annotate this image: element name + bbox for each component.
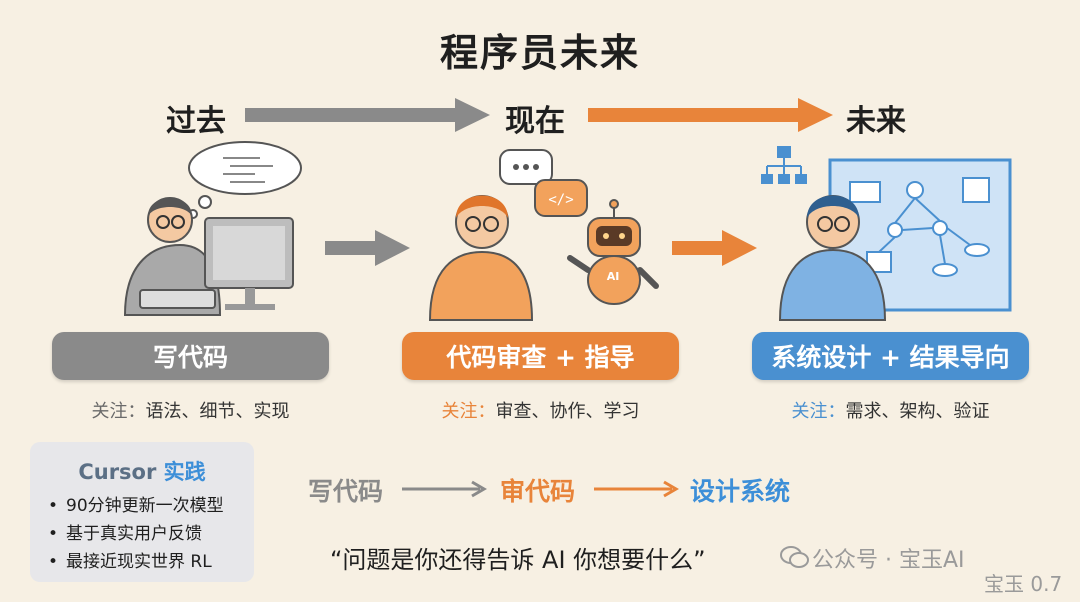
era-future-label: 未来 — [846, 104, 906, 139]
present-programmer-ai-illustration: </> — [428, 149, 659, 321]
past-programmer-illustration — [123, 141, 302, 316]
flow-step-design: 设计系统 — [690, 477, 791, 506]
orange-stage-arrow — [672, 230, 757, 266]
wechat-icon — [780, 546, 809, 568]
era-present-label: 现在 — [505, 104, 565, 139]
ai-robot-icon — [567, 199, 659, 305]
flow-step-write: 写代码 — [308, 477, 384, 506]
cursor-card-list: 90分钟更新一次模型 基于真实用户反馈 最接近现实世界 RL — [48, 492, 224, 576]
era-past-label: 过去 — [166, 104, 226, 139]
stage-present-pill: 代码审查 + 指导 — [402, 332, 679, 380]
future-architect-illustration — [761, 146, 1012, 321]
stage-future-pill: 系统设计 + 结果导向 — [752, 332, 1029, 380]
past-to-present-arrow — [245, 98, 490, 132]
hierarchy-icon — [761, 146, 807, 184]
keyboard-icon — [139, 289, 216, 309]
list-item: 最接近现实世界 RL — [48, 548, 224, 576]
flow-step-review: 审代码 — [500, 477, 576, 506]
flow-arrow-gray — [402, 480, 487, 498]
code-bubble-icon — [534, 179, 588, 217]
stage-past-pill: 写代码 — [52, 332, 329, 380]
list-item: 基于真实用户反馈 — [48, 520, 224, 548]
quote-text: “问题是你还得告诉 AI 你想要什么” — [330, 546, 706, 574]
cursor-practice-card: Cursor 实践 90分钟更新一次模型 基于真实用户反馈 最接近现实世界 RL — [30, 442, 254, 582]
stage-future-focus: 关注：需求、架构、验证 — [791, 401, 990, 422]
ai-badge: AI — [606, 270, 620, 283]
gray-stage-arrow — [325, 230, 410, 266]
present-to-future-arrow — [588, 98, 833, 132]
stage-present-focus: 关注：审查、协作、学习 — [441, 401, 640, 422]
version-text: 宝玉 0.7 — [984, 572, 1063, 596]
list-item: 90分钟更新一次模型 — [48, 492, 224, 520]
watermark-text: 公众号 · 宝玉AI — [812, 548, 965, 573]
stage-past-focus: 关注：语法、细节、实现 — [91, 401, 290, 422]
thought-cloud-icon — [188, 141, 302, 195]
cursor-card-title: Cursor 实践 — [78, 460, 206, 484]
flow-arrow-orange — [594, 480, 679, 498]
diagram-title: 程序员未来 — [439, 31, 640, 75]
svg-text:</>: </> — [548, 192, 573, 208]
